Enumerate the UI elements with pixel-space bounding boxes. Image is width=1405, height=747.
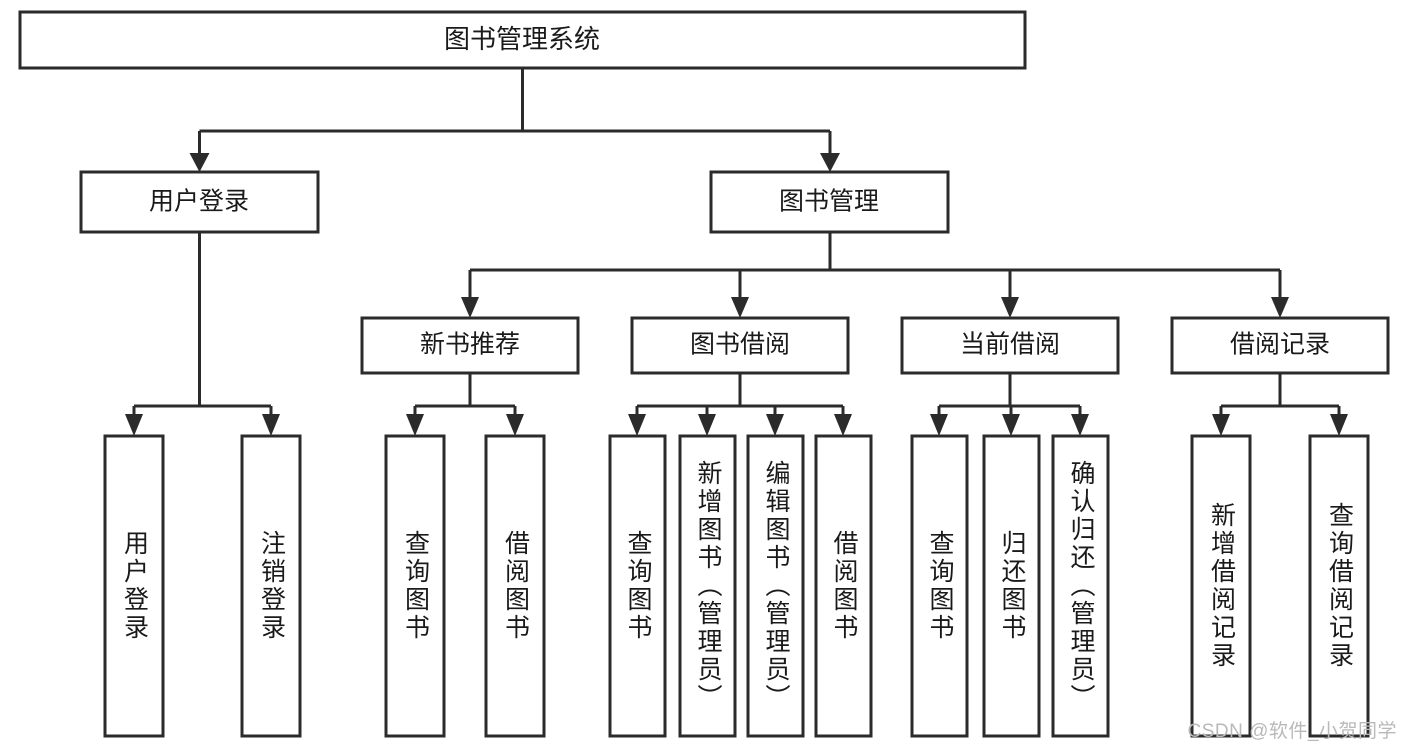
node-leaf-borrow-book-rec-box[interactable] xyxy=(484,434,546,738)
arrow-to-leaf-add-book-admin xyxy=(698,414,716,436)
arrow-to-leaf-query-book-rec xyxy=(406,414,424,436)
watermark-text: CSDN @软件_小贺同学 xyxy=(1187,721,1397,742)
arrow-to-new-book-rec xyxy=(461,297,479,318)
node-layer: 图书管理系统 用户登录 图书管理 新书推荐 图书借阅 xyxy=(18,10,1390,738)
node-leaf-query-book-rec-box[interactable] xyxy=(384,434,446,738)
arrow-to-leaf-logout-login xyxy=(262,414,280,436)
node-root-box[interactable] xyxy=(18,10,1027,70)
node-leaf-return-book[interactable] xyxy=(982,434,1041,738)
node-leaf-confirm-return-admin[interactable] xyxy=(1051,434,1110,738)
node-user-login-label: 用户登录 xyxy=(149,188,249,216)
node-book-manage-box[interactable] xyxy=(709,170,950,234)
node-new-book-rec[interactable]: 新书推荐 xyxy=(360,316,580,375)
node-leaf-add-borrow-record-box[interactable] xyxy=(1190,434,1252,738)
arrow-to-leaf-return-book xyxy=(1002,414,1020,436)
node-root-label: 图书管理系统 xyxy=(444,24,600,54)
node-current-borrow-box[interactable] xyxy=(900,316,1120,375)
node-leaf-add-borrow-record[interactable] xyxy=(1190,434,1252,738)
node-leaf-query-book-current[interactable] xyxy=(910,434,969,738)
arrow-to-leaf-borrow-book-rec xyxy=(506,414,524,436)
node-leaf-user-login-box[interactable] xyxy=(103,434,165,738)
node-user-login-box[interactable] xyxy=(79,170,320,234)
node-leaf-query-book-borrow-box[interactable] xyxy=(608,434,667,738)
node-leaf-query-borrow-record-box[interactable] xyxy=(1308,434,1370,738)
node-borrow-record-box[interactable] xyxy=(1170,316,1390,375)
arrow-to-leaf-borrow-book-borrow xyxy=(834,414,852,436)
node-leaf-confirm-return-admin-box[interactable] xyxy=(1051,434,1110,738)
arrow-to-user-login xyxy=(189,153,210,172)
node-root[interactable]: 图书管理系统 xyxy=(18,10,1027,70)
node-leaf-add-book-admin-box[interactable] xyxy=(678,434,737,738)
node-leaf-borrow-book-borrow-box[interactable] xyxy=(814,434,873,738)
arrow-to-leaf-add-borrow-record xyxy=(1212,414,1230,436)
arrow-to-leaf-query-borrow-record xyxy=(1330,414,1348,436)
node-current-borrow[interactable]: 当前借阅 xyxy=(900,316,1120,375)
node-book-manage[interactable]: 图书管理 xyxy=(709,170,950,234)
node-leaf-logout-login-box[interactable] xyxy=(240,434,302,738)
node-leaf-add-book-admin[interactable] xyxy=(678,434,737,738)
node-borrow-record[interactable]: 借阅记录 xyxy=(1170,316,1390,375)
arrow-to-book-manage xyxy=(820,153,840,172)
node-leaf-query-book-borrow[interactable] xyxy=(608,434,667,738)
node-new-book-rec-label: 新书推荐 xyxy=(420,331,520,359)
arrow-to-leaf-edit-book-admin xyxy=(766,414,784,436)
arrow-to-leaf-confirm-return-admin xyxy=(1071,414,1089,436)
node-book-borrow-label: 图书借阅 xyxy=(690,331,790,359)
node-book-borrow-box[interactable] xyxy=(630,316,850,375)
node-book-manage-label: 图书管理 xyxy=(779,188,879,216)
arrow-to-borrow-record xyxy=(1271,297,1289,318)
node-leaf-return-book-box[interactable] xyxy=(982,434,1041,738)
node-current-borrow-label: 当前借阅 xyxy=(960,331,1060,359)
arrow-to-leaf-user-login xyxy=(125,414,143,436)
node-book-borrow[interactable]: 图书借阅 xyxy=(630,316,850,375)
node-leaf-user-login[interactable] xyxy=(103,434,165,738)
leaf-box-layer xyxy=(103,434,1370,738)
node-leaf-borrow-book-borrow[interactable] xyxy=(814,434,873,738)
connector-layer xyxy=(125,68,1348,436)
arrow-to-book-borrow xyxy=(731,297,749,318)
node-leaf-edit-book-admin[interactable] xyxy=(746,434,805,738)
node-leaf-query-borrow-record[interactable] xyxy=(1308,434,1370,738)
arrow-to-current-borrow xyxy=(1001,297,1019,318)
node-leaf-borrow-book-rec[interactable] xyxy=(484,434,546,738)
node-leaf-edit-book-admin-box[interactable] xyxy=(746,434,805,738)
node-borrow-record-label: 借阅记录 xyxy=(1230,331,1330,359)
node-leaf-query-book-rec[interactable] xyxy=(384,434,446,738)
node-new-book-rec-box[interactable] xyxy=(360,316,580,375)
node-user-login[interactable]: 用户登录 xyxy=(79,170,320,234)
arrow-to-leaf-query-book-borrow xyxy=(628,414,646,436)
node-leaf-logout-login[interactable] xyxy=(240,434,302,738)
node-leaf-query-book-current-box[interactable] xyxy=(910,434,969,738)
arrow-to-leaf-query-book-current xyxy=(930,414,948,436)
